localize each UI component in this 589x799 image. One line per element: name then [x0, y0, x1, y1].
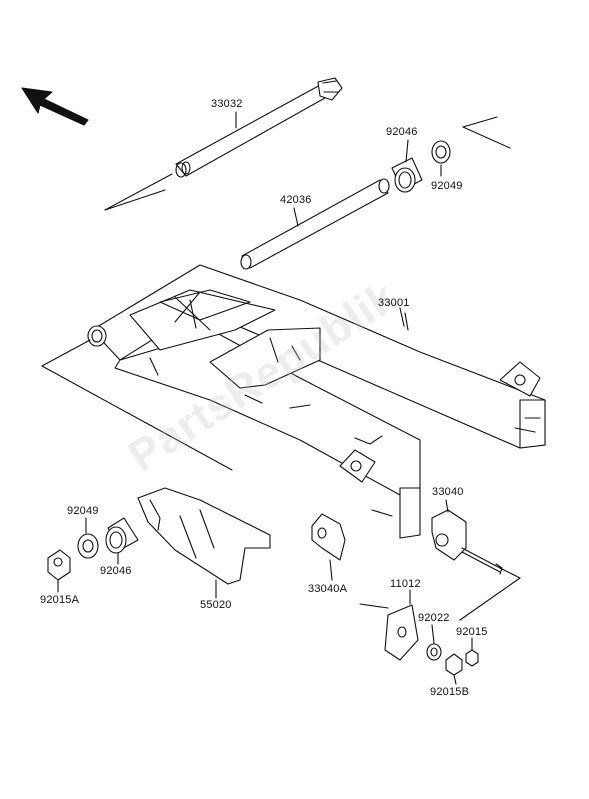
front-direction-arrow-icon [21, 87, 89, 126]
axle-33032 [104, 77, 343, 211]
seal-92049-left [77, 517, 99, 559]
leader-lines [235, 111, 405, 327]
bearing-92046-left [105, 517, 139, 565]
washer-92022 [426, 624, 442, 661]
adjuster-33040 [431, 499, 521, 579]
nut-92015 [465, 637, 479, 667]
label-33040A: 33040A [308, 583, 348, 595]
label-33032: 33032 [211, 98, 243, 110]
label-92015B: 92015B [430, 686, 470, 698]
label-33001: 33001 [378, 297, 410, 309]
chain-guide-55020 [137, 487, 271, 599]
label-92049-top: 92049 [431, 180, 463, 192]
seal-92049-top [431, 140, 451, 177]
label-92046-top: 92046 [386, 126, 418, 138]
bearing-92046-top [391, 139, 423, 193]
nut-92015A [47, 549, 71, 593]
label-11012: 11012 [390, 578, 421, 590]
label-92022: 92022 [418, 612, 450, 624]
label-92015A: 92015A [40, 594, 80, 606]
block-11012 [384, 589, 419, 661]
label-55020: 55020 [200, 599, 232, 611]
sleeve-42036 [240, 178, 390, 270]
label-92049-left: 92049 [67, 505, 99, 517]
label-33040: 33040 [432, 486, 464, 498]
plate-33040A [311, 513, 346, 581]
label-92015: 92015 [456, 626, 488, 638]
label-42036: 42036 [280, 194, 312, 206]
guide-lines-left [41, 339, 233, 471]
guide-lines-top [462, 116, 511, 149]
label-92046-left: 92046 [100, 565, 132, 577]
guide-lines-bolt [359, 577, 521, 621]
swingarm-33001 [87, 264, 546, 539]
nut-92015B [445, 653, 463, 685]
